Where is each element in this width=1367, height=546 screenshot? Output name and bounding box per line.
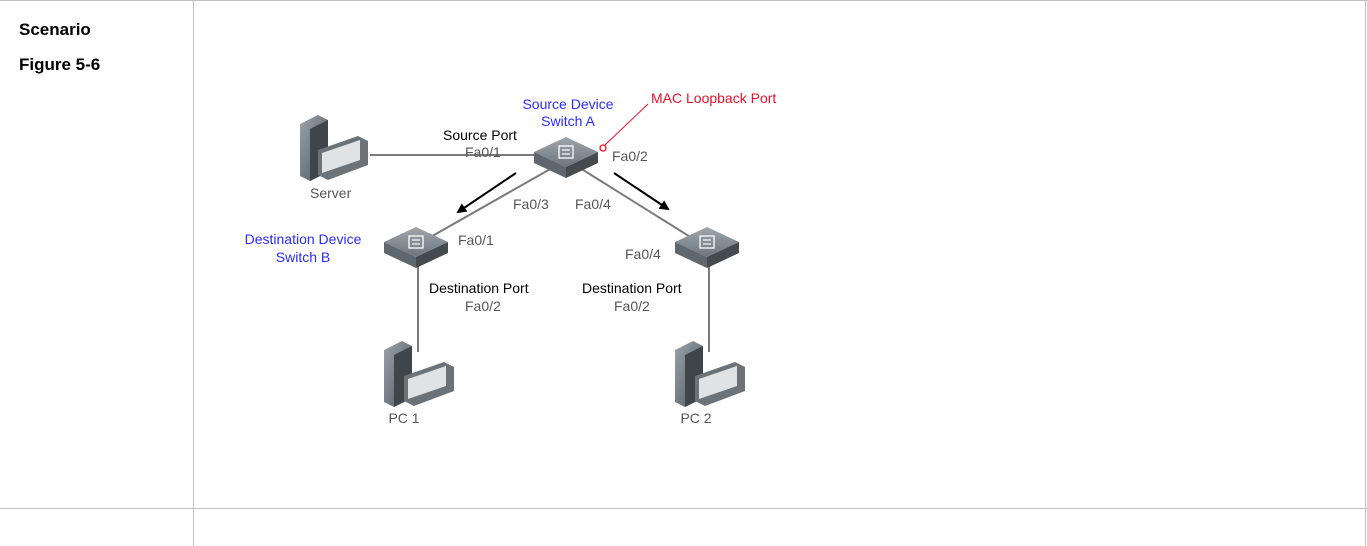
- switch-a-port-fa04: Fa0/4: [575, 196, 611, 212]
- mirror-arrow-to-switch-b: [456, 172, 517, 214]
- pc2-label: PC 2: [680, 410, 711, 426]
- destination-device-label: Destination Device: [245, 231, 362, 247]
- switch-a-port-fa03: Fa0/3: [513, 196, 549, 212]
- mac-loopback-port-label: MAC Loopback Port: [651, 90, 776, 106]
- links: [370, 154, 710, 352]
- pc2-icon: [675, 341, 745, 407]
- loopback-port-marker: [599, 144, 607, 152]
- table-row-divider: [0, 508, 1367, 509]
- server-icon: [300, 115, 368, 181]
- source-port-id: Fa0/1: [465, 144, 501, 160]
- pc1-icon: [384, 341, 454, 407]
- figure-label: Figure 5-6: [19, 55, 101, 74]
- source-device-label: Source Device: [522, 96, 613, 112]
- destination-switch-b-label: Switch B: [276, 249, 330, 265]
- table-border-right: [1365, 0, 1366, 546]
- link-switch-a-switch-c: [579, 167, 701, 244]
- destination-port-id-b: Fa0/2: [465, 298, 501, 314]
- pc1-label: PC 1: [388, 410, 419, 426]
- switch-b-uplink-port: Fa0/1: [458, 232, 494, 248]
- table-column-divider: [193, 0, 194, 546]
- destination-port-label-c: Destination Port: [582, 280, 682, 296]
- destination-port-label-b: Destination Port: [429, 280, 529, 296]
- table-border-top: [0, 0, 1367, 1]
- loopback-callout-line: [603, 103, 649, 147]
- switch-a-port-fa02: Fa0/2: [612, 148, 648, 164]
- switch-c-uplink-port: Fa0/4: [625, 246, 661, 262]
- switch-a-icon: [534, 137, 598, 178]
- link-switch-a-switch-b: [419, 167, 553, 244]
- source-switch-label: Switch A: [541, 113, 595, 129]
- switch-b-icon: [384, 227, 448, 268]
- source-port-label: Source Port: [443, 127, 517, 143]
- mirror-arrow-to-switch-c: [613, 172, 670, 211]
- row-label-scenario: Scenario: [19, 20, 91, 39]
- server-label: Server: [310, 185, 352, 201]
- destination-port-id-c: Fa0/2: [614, 298, 650, 314]
- switch-c-icon: [675, 227, 739, 268]
